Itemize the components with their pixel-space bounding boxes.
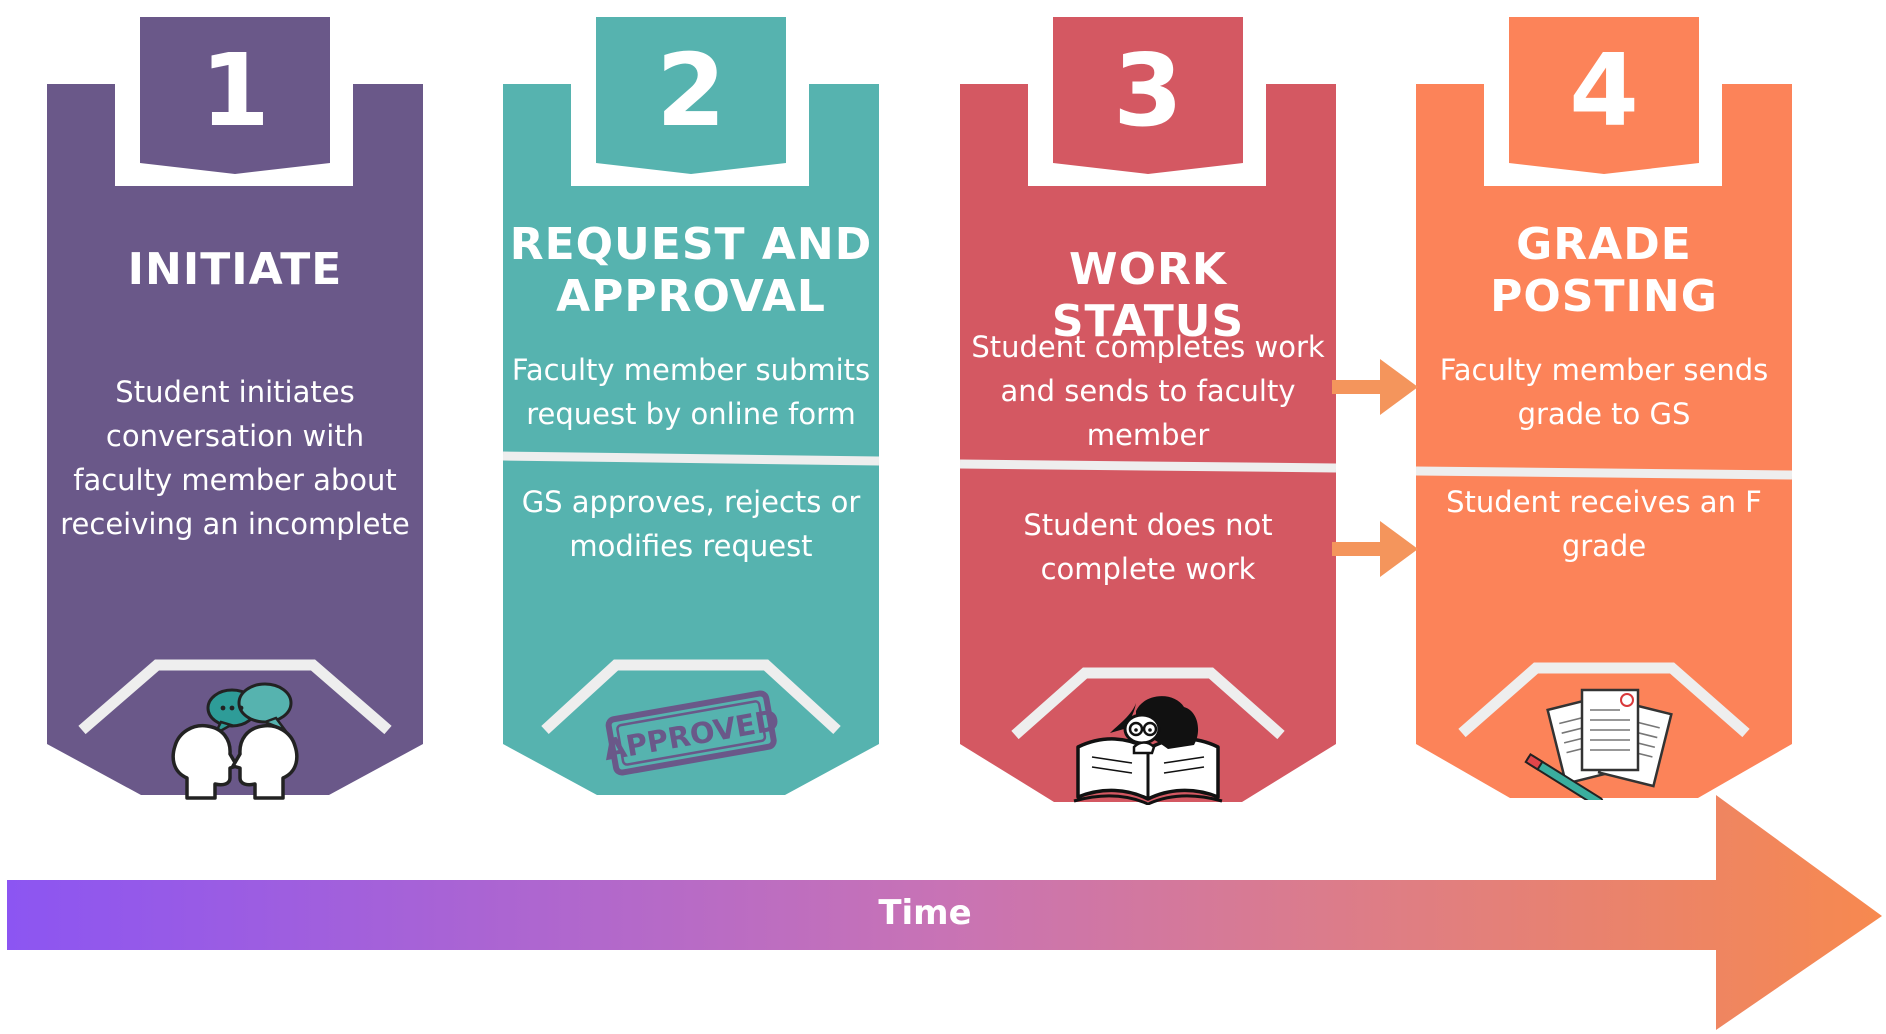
stage-2-request-and-approval: 2 REQUEST AND APPROVAL Faculty member su… [503,0,879,810]
stage-3-title: WORK STATUS [1051,244,1245,347]
stage-3-background [960,17,1336,802]
stage-4-description-bottom: Student receives an F grade [1446,485,1762,563]
time-arrow [7,795,1882,1030]
graded-papers-pen-icon [1524,688,1673,800]
stage-4-number: 4 [1569,32,1639,149]
stage-2-title: REQUEST AND APPROVAL [509,219,873,322]
stage-1-description: Student initiates conversation with facu… [60,375,410,541]
stage-1-initiate: 1 INITIATE Student initiates conversatio… [47,0,423,810]
flow-arrow-incomplete-to-f-grade [1332,521,1418,577]
stage-1-background [47,17,423,795]
stage-3-description-top: Student completes work and sends to facu… [971,330,1325,452]
stage-3-work-status: 3 WORK STATUS Student completes work and… [960,0,1336,810]
flow-arrow-completes-to-posting [1332,359,1418,415]
stage-2-number: 2 [656,32,726,149]
stage-4-title: GRADE POSTING [1490,219,1718,322]
time-label: Time [878,893,972,933]
stage-4-description-top: Faculty member sends grade to GS [1439,353,1769,431]
stage-2-description-bottom: GS approves, rejects or modifies request [521,485,861,563]
stage-2-description-top: Faculty member submits request by online… [511,353,871,431]
stage-2-background [503,17,879,795]
approved-stamp-icon: APPROVED [601,690,782,776]
stage-1-title: INITIATE [127,244,343,295]
conversation-heads-icon [171,682,299,800]
student-reading-book-icon [1073,696,1223,805]
stage-3-description-bottom: Student does not complete work [1023,508,1273,586]
stage-3-number: 3 [1113,32,1183,149]
stage-4-grade-posting: 4 GRADE POSTING Faculty member sends gra… [1416,0,1792,810]
stage-1-number: 1 [200,32,270,149]
